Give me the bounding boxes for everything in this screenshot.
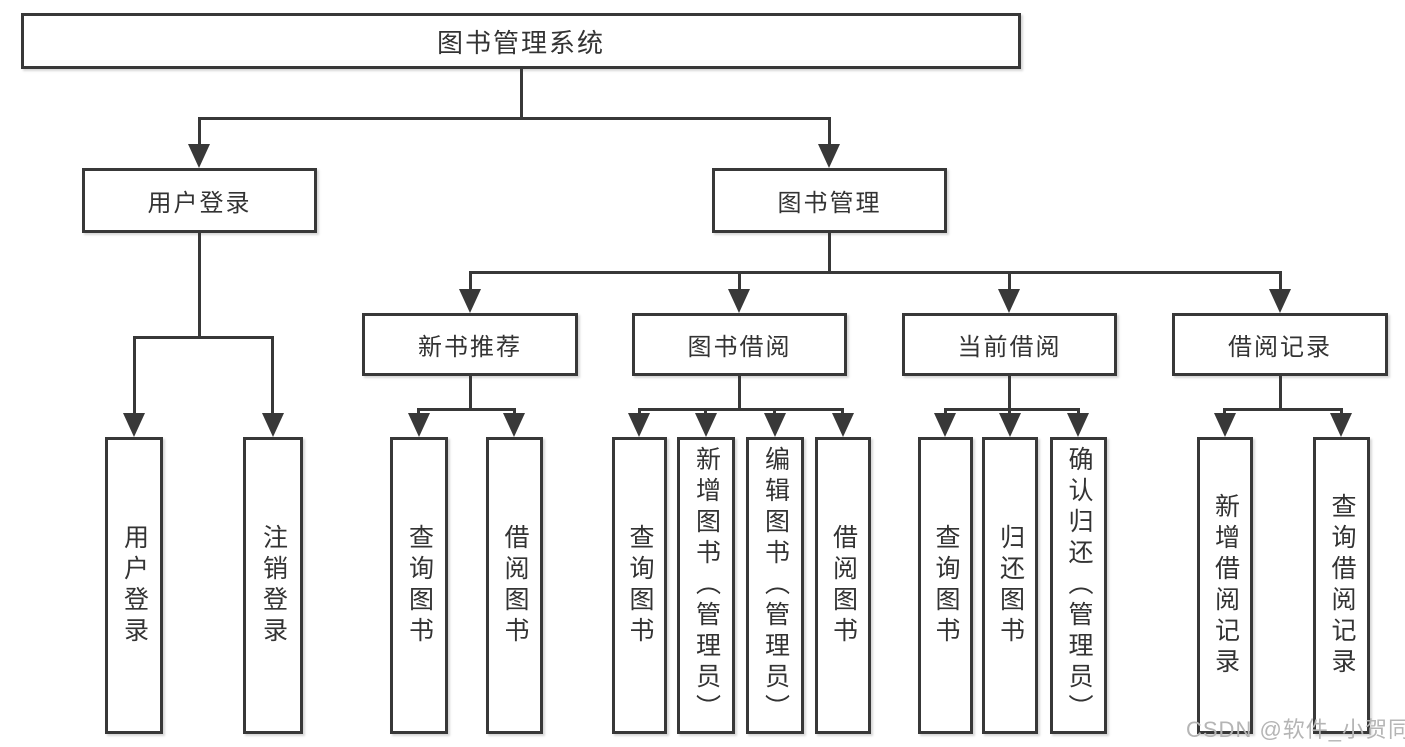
connector-vline (417, 408, 420, 416)
connector-vline (1223, 408, 1226, 416)
leaf-label: 查询借阅记录 (1328, 492, 1356, 679)
connector-vline (520, 69, 523, 117)
node-book-borrowing: 图书借阅 (632, 313, 847, 376)
node-library-management-system: 图书管理系统 (21, 13, 1021, 69)
connector-vline (198, 117, 201, 147)
connector-vline (828, 233, 831, 271)
leaf-query-books-current: 查询图书 (918, 437, 973, 734)
node-user-login-group: 用户登录 (82, 168, 317, 233)
connector-hline (944, 408, 1080, 411)
arrowhead-down (728, 289, 750, 313)
connector-vline (1008, 271, 1011, 292)
node-label: 当前借阅 (957, 334, 1062, 361)
leaf-label: 新增借阅记录 (1211, 492, 1240, 679)
arrowhead-down (818, 144, 840, 168)
leaf-return-books: 归还图书 (982, 437, 1038, 734)
arrowhead-down (262, 413, 284, 437)
node-borrowing-records: 借阅记录 (1172, 313, 1388, 376)
arrowhead-down (1269, 289, 1291, 313)
leaf-label: 新增图书（管理员） (692, 446, 721, 725)
node-label: 用户登录 (147, 190, 252, 217)
connector-vline (704, 408, 707, 416)
leaf-edit-books-admin: 编辑图书（管理员） (746, 437, 804, 734)
arrowhead-down (1067, 413, 1089, 437)
connector-vline (638, 408, 641, 416)
arrowhead-down (934, 413, 956, 437)
connector-hline (469, 271, 1282, 274)
connector-hline (638, 408, 844, 411)
arrowhead-down (628, 413, 650, 437)
connector-vline (1340, 408, 1343, 416)
leaf-query-borrow-record: 查询借阅记录 (1313, 437, 1370, 734)
arrowhead-down (1330, 413, 1352, 437)
node-label: 图书管理系统 (436, 27, 605, 58)
connector-vline (738, 271, 741, 292)
leaf-confirm-return-admin: 确认归还（管理员） (1050, 437, 1107, 734)
leaf-label: 注销登录 (259, 523, 288, 648)
leaf-logout: 注销登录 (243, 437, 303, 734)
arrowhead-down (998, 289, 1020, 313)
connector-vline (738, 376, 741, 408)
leaf-label: 借阅图书 (829, 523, 858, 648)
leaf-add-borrow-record: 新增借阅记录 (1197, 437, 1253, 734)
node-label: 借阅记录 (1228, 334, 1332, 361)
connector-vline (944, 408, 947, 416)
connector-vline (1008, 376, 1011, 408)
leaf-label: 查询图书 (405, 523, 434, 648)
connector-vline (1008, 408, 1011, 416)
csdn-watermark: CSDN @软件_小贺同学 (1186, 717, 1405, 742)
connector-vline (469, 271, 472, 292)
arrowhead-down (503, 413, 525, 437)
connector-hline (417, 408, 516, 411)
leaf-label: 归还图书 (996, 523, 1025, 648)
leaf-user-login: 用户登录 (105, 437, 163, 734)
connector-vline (773, 408, 776, 416)
leaf-query-books-recommend: 查询图书 (390, 437, 448, 734)
arrowhead-down (188, 144, 210, 168)
arrowhead-down (999, 413, 1021, 437)
arrowhead-down (408, 413, 430, 437)
connector-vline (828, 117, 831, 147)
leaf-label: 用户登录 (120, 523, 149, 648)
connector-vline (1077, 408, 1080, 416)
node-label: 图书管理 (777, 190, 882, 217)
leaf-label: 查询图书 (626, 523, 654, 648)
arrowhead-down (123, 413, 145, 437)
leaf-query-books-borrowing: 查询图书 (612, 437, 667, 734)
connector-vline (841, 408, 844, 416)
connector-vline (133, 336, 136, 416)
arrowhead-down (459, 289, 481, 313)
connector-hline (198, 117, 831, 120)
leaf-borrow-books-recommend: 借阅图书 (486, 437, 543, 734)
node-new-book-recommendation: 新书推荐 (362, 313, 578, 376)
arrowhead-down (695, 413, 717, 437)
leaf-label: 确认归还（管理员） (1065, 446, 1093, 725)
node-label: 新书推荐 (418, 334, 522, 361)
arrowhead-down (1214, 413, 1236, 437)
leaf-borrow-books: 借阅图书 (815, 437, 871, 734)
connector-vline (513, 408, 516, 416)
arrowhead-down (832, 413, 854, 437)
connector-hline (1223, 408, 1343, 411)
node-book-management: 图书管理 (712, 168, 947, 233)
arrowhead-down (764, 413, 786, 437)
connector-vline (271, 336, 274, 416)
leaf-label: 查询图书 (932, 523, 960, 648)
leaf-label: 借阅图书 (501, 523, 529, 648)
connector-vline (469, 376, 472, 408)
node-current-borrowing: 当前借阅 (902, 313, 1117, 376)
node-label: 图书借阅 (687, 334, 792, 361)
connector-vline (1279, 271, 1282, 292)
connector-vline (198, 233, 201, 336)
leaf-add-books-admin: 新增图书（管理员） (677, 437, 735, 734)
leaf-label: 编辑图书（管理员） (761, 446, 790, 725)
connector-hline (133, 336, 274, 339)
connector-vline (1279, 376, 1282, 408)
